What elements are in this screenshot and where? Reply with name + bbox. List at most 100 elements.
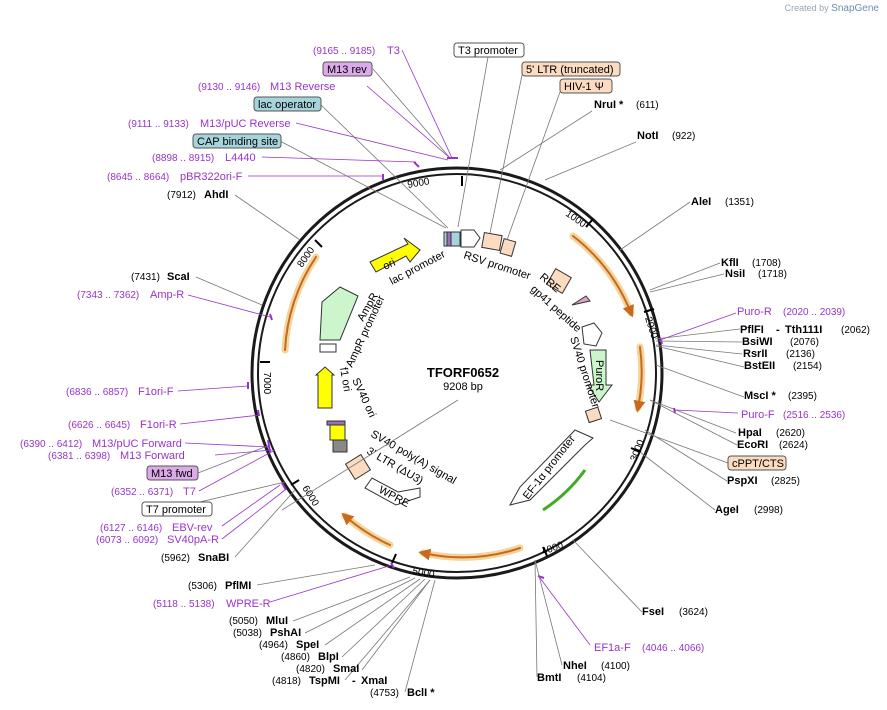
enzyme-name: RsrII: [743, 348, 767, 360]
primer-name: EBV-rev: [172, 522, 213, 534]
enzyme-name: PspXI: [727, 475, 758, 487]
feature-sv40-ori-stripe: [326, 420, 346, 426]
feature-ori-arrow: [369, 237, 421, 273]
enzyme-position: (4100): [601, 661, 630, 672]
plasmid-name: TFORF0652: [427, 365, 499, 380]
enzyme-separator: -: [352, 675, 356, 687]
primer-range: (9165 .. 9185): [313, 46, 375, 57]
primer-range: (9111 .. 9133): [128, 119, 189, 130]
feature-cap-box: [446, 231, 452, 247]
primer-range: (2516 .. 2536): [783, 410, 845, 421]
enzyme-name: SmaI: [333, 663, 359, 675]
primer-markers: [247, 157, 676, 579]
primer-name: M13/pUC Reverse: [200, 118, 290, 130]
primer-name: F1ori-F: [138, 386, 174, 398]
primer-range: (8898 .. 8915): [152, 153, 214, 164]
enzyme-position: (2395): [788, 391, 817, 402]
feature-psi-box: [499, 237, 517, 257]
enzyme-name: NruI *: [594, 99, 624, 111]
enzyme-position: (5306): [188, 581, 217, 592]
enzyme-position: (5050): [229, 616, 258, 627]
enzyme-position: (1351): [725, 197, 754, 208]
feature-ltr-box: [481, 231, 503, 252]
primer-name: T7: [183, 486, 196, 498]
enzyme-name: PflFI: [740, 324, 764, 336]
primer-name: EF1a-F: [594, 642, 631, 654]
enzyme-name: MluI: [266, 615, 288, 627]
feature-sv40-pa-box: [332, 439, 348, 453]
feature-puror-arrow: [587, 349, 614, 403]
enzyme-position: (2825): [771, 476, 800, 487]
tick-marks: [260, 176, 655, 564]
enzyme-name: BlpI: [318, 651, 339, 663]
tick-label: 7000: [261, 372, 272, 395]
enzyme-position: (2624): [779, 440, 808, 451]
enzyme-name: NsiI: [725, 268, 745, 280]
box-label-t7-promoter: T7 promoter: [146, 504, 206, 516]
box-label-m13-rev: M13 rev: [327, 64, 367, 76]
enzyme-position: (4964): [259, 640, 288, 651]
feature-label-ef1a-promoter: EF-1α promoter: [521, 433, 578, 502]
primer-range: (6127 .. 6146): [100, 523, 162, 534]
primer-name: T3: [387, 45, 400, 57]
primer-range: (6836 .. 6857): [66, 387, 128, 398]
enzyme-name: BsiWI: [742, 336, 773, 348]
tick-label: 2000: [642, 316, 659, 341]
primer-name: F1ori-R: [140, 419, 177, 431]
feature-amp-promoter-arrow: [319, 343, 337, 353]
enzyme-name: AgeI: [715, 504, 739, 516]
feature-label-puror: PuroR: [593, 360, 605, 391]
primer-range: (5118 .. 5138): [153, 599, 215, 610]
box-label-t3-promoter: T3 promoter: [458, 45, 518, 57]
enzyme-name: EcoRI: [737, 439, 768, 451]
primer-range: (4046 .. 4066): [642, 643, 704, 654]
enzyme-name: NotI: [637, 130, 658, 142]
enzyme-labels-left: (4753) BclI * (4818) TspMI - XmaI (4820)…: [131, 189, 435, 699]
feature-gp41-arrow: [571, 295, 591, 306]
enzyme-position: (5962): [161, 553, 190, 564]
feature-lac-operator-box: [443, 231, 461, 247]
backbone-outer: [250, 166, 664, 580]
box-t7-promoter: [141, 501, 213, 517]
enzyme-position: (2076): [790, 337, 819, 348]
enzyme-labels-right: NruI * (611) NotI (922) AleI (1351) KflI…: [537, 99, 870, 684]
primer-name: WPRE-R: [226, 598, 271, 610]
enzyme-position: (2620): [776, 428, 805, 439]
feature-3ltr-box: [344, 453, 372, 481]
feature-f1ori-arrow: [314, 366, 336, 409]
primer-range: (6381 .. 6398): [48, 451, 110, 462]
primer-name: L4440: [225, 152, 256, 164]
feature-label-sv40-ori: SV40 ori: [349, 376, 378, 419]
box-cap-binding: [192, 133, 282, 149]
enzyme-name: SnaBI: [198, 552, 229, 564]
plasmid-size: 9208 bp: [443, 381, 483, 393]
primer-name: pBR322ori-F: [180, 171, 243, 183]
orf-arc-2-core: [633, 346, 646, 413]
primer-name: M13/pUC Forward: [92, 438, 182, 450]
enzyme-position: (922): [672, 131, 695, 142]
enzyme-position: (4820): [296, 664, 325, 675]
enzyme-name: ScaI: [167, 271, 190, 283]
enzyme-name: BmtI: [537, 672, 561, 684]
enzyme-position: (5038): [233, 628, 262, 639]
enzyme-position: (2998): [754, 505, 783, 516]
enzyme-name-2: Tth111I: [785, 324, 822, 336]
box-label-cppt: cPPT/CTS: [732, 458, 784, 470]
orf-arc-5-core: [284, 256, 317, 351]
feature-ampr-arrow: [319, 286, 359, 341]
leader-lines: [169, 56, 745, 693]
enzyme-name: FseI: [642, 606, 664, 618]
primer-range: (2020 .. 2039): [783, 307, 845, 318]
orf-arc-5: [281, 253, 320, 354]
primer-name: M13 Reverse: [270, 81, 335, 93]
orf-arc-4-core: [341, 512, 391, 546]
box-label-m13-fwd: M13 fwd: [151, 468, 193, 480]
box-cppt: [727, 455, 787, 471]
box-label-cap-binding: CAP binding site: [197, 136, 278, 148]
enzyme-position: (4860): [281, 652, 310, 663]
primer-labels: (9165 .. 9185) T3 (9130 .. 9146) M13 Rev…: [20, 45, 845, 654]
enzyme-position: (2062): [841, 325, 870, 336]
backbone-inner: [257, 173, 657, 573]
enzyme-position: (1718): [758, 269, 787, 280]
